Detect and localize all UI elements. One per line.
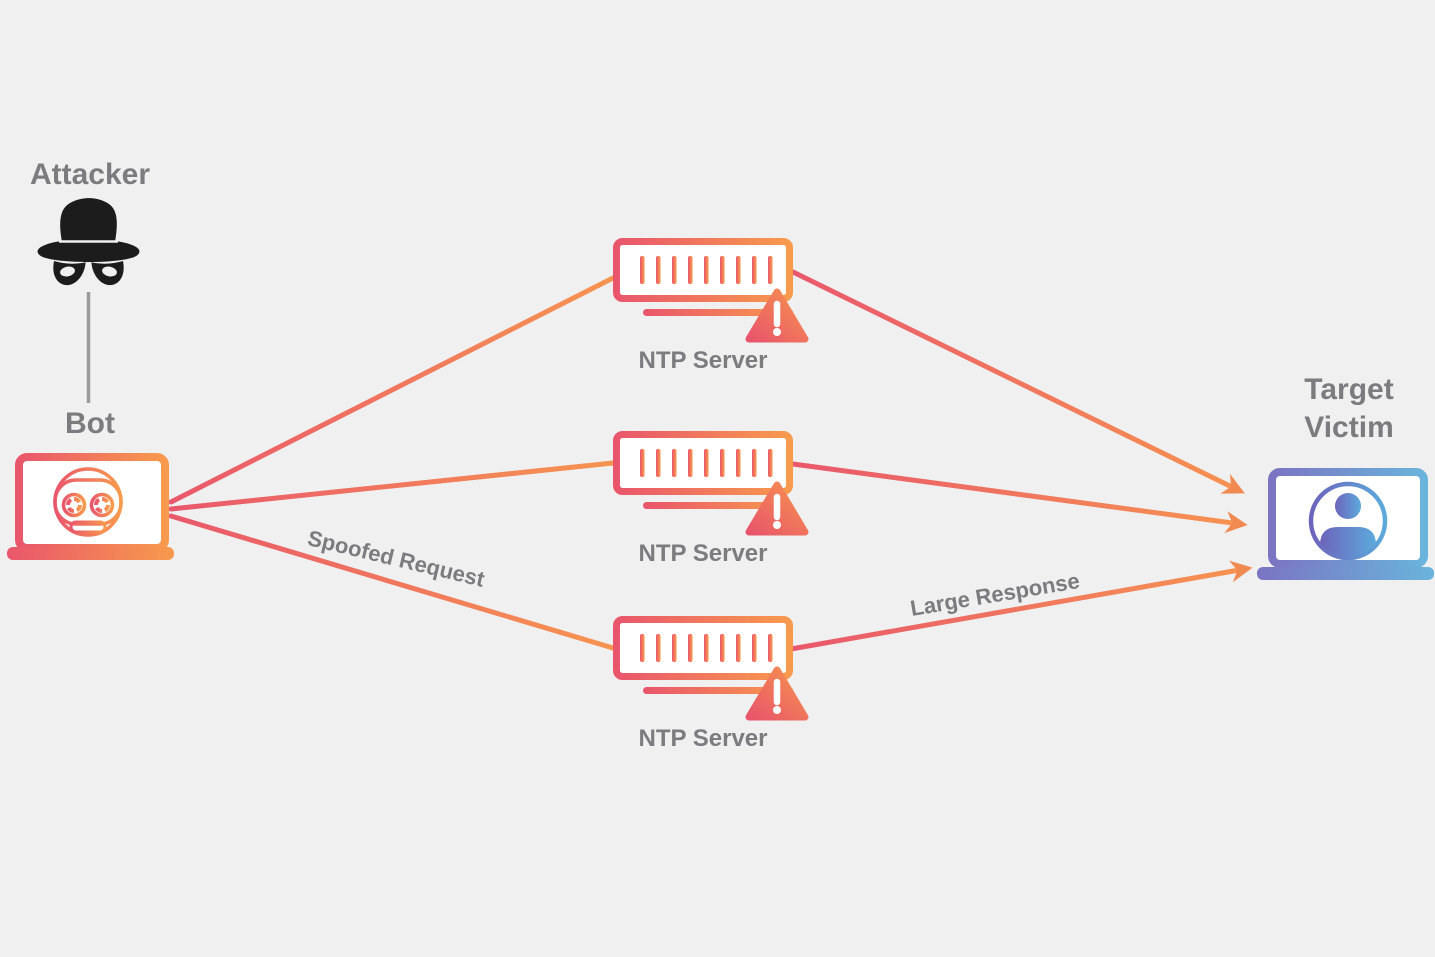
warning-triangle-icon xyxy=(745,288,809,343)
avatar-body xyxy=(1320,527,1376,557)
spy-hat-and-mask-icon xyxy=(37,198,140,286)
ntp-server-icon-2 xyxy=(613,431,809,536)
hat-crown xyxy=(60,198,117,242)
server-vents xyxy=(640,449,773,477)
hat-brim xyxy=(37,239,140,262)
ntp-server-icon-1 xyxy=(613,238,809,343)
bot-laptop-base xyxy=(7,547,174,560)
ntp-server-label-3: NTP Server xyxy=(638,725,768,752)
mask xyxy=(53,260,124,286)
request-line-top xyxy=(168,275,616,505)
robot-goggle-band xyxy=(53,478,123,526)
avatar-head xyxy=(1335,493,1361,519)
robot-eye-right xyxy=(89,492,115,518)
server-shadow-bar xyxy=(643,687,793,694)
server-vents xyxy=(640,256,773,284)
victim-laptop-base xyxy=(1257,567,1434,580)
warning-triangle-icon xyxy=(745,666,809,721)
response-arrow-top xyxy=(790,269,1245,494)
target-victim-label: Target Victim xyxy=(1304,373,1394,444)
server-shadow-bar xyxy=(643,502,793,509)
server-shadow-bar xyxy=(643,309,793,316)
user-avatar-icon xyxy=(1308,481,1388,561)
robot-laptop-icon xyxy=(7,453,174,560)
robot-eye-left xyxy=(61,492,87,518)
response-arrow-bottom xyxy=(788,560,1253,652)
server-vents xyxy=(640,634,773,662)
robot-pupil-right xyxy=(94,497,110,513)
ntp-server-icon-3 xyxy=(613,616,809,721)
ntp-server-label-2: NTP Server xyxy=(638,540,768,567)
server-box xyxy=(613,431,793,495)
request-line-bottom xyxy=(168,513,616,651)
response-arrow-middle xyxy=(790,461,1248,533)
robot-face-icon xyxy=(53,467,123,537)
ntp-server-label-1: NTP Server xyxy=(638,347,768,374)
mask-eye-right xyxy=(102,266,117,277)
bot-label: Bot xyxy=(65,407,115,440)
attacker-label: Attacker xyxy=(29,158,151,191)
request-line-middle xyxy=(168,460,616,512)
avatar-circle xyxy=(1308,481,1388,561)
mask-eye-left xyxy=(60,266,75,277)
server-box xyxy=(613,616,793,680)
robot-mouth xyxy=(69,520,107,534)
server-box xyxy=(613,238,793,302)
user-laptop-icon xyxy=(1257,468,1434,580)
robot-pupil-left xyxy=(66,497,82,513)
large-response-arrows xyxy=(788,269,1253,652)
spoofed-request-lines xyxy=(168,275,616,651)
warning-triangle-icon xyxy=(745,481,809,536)
